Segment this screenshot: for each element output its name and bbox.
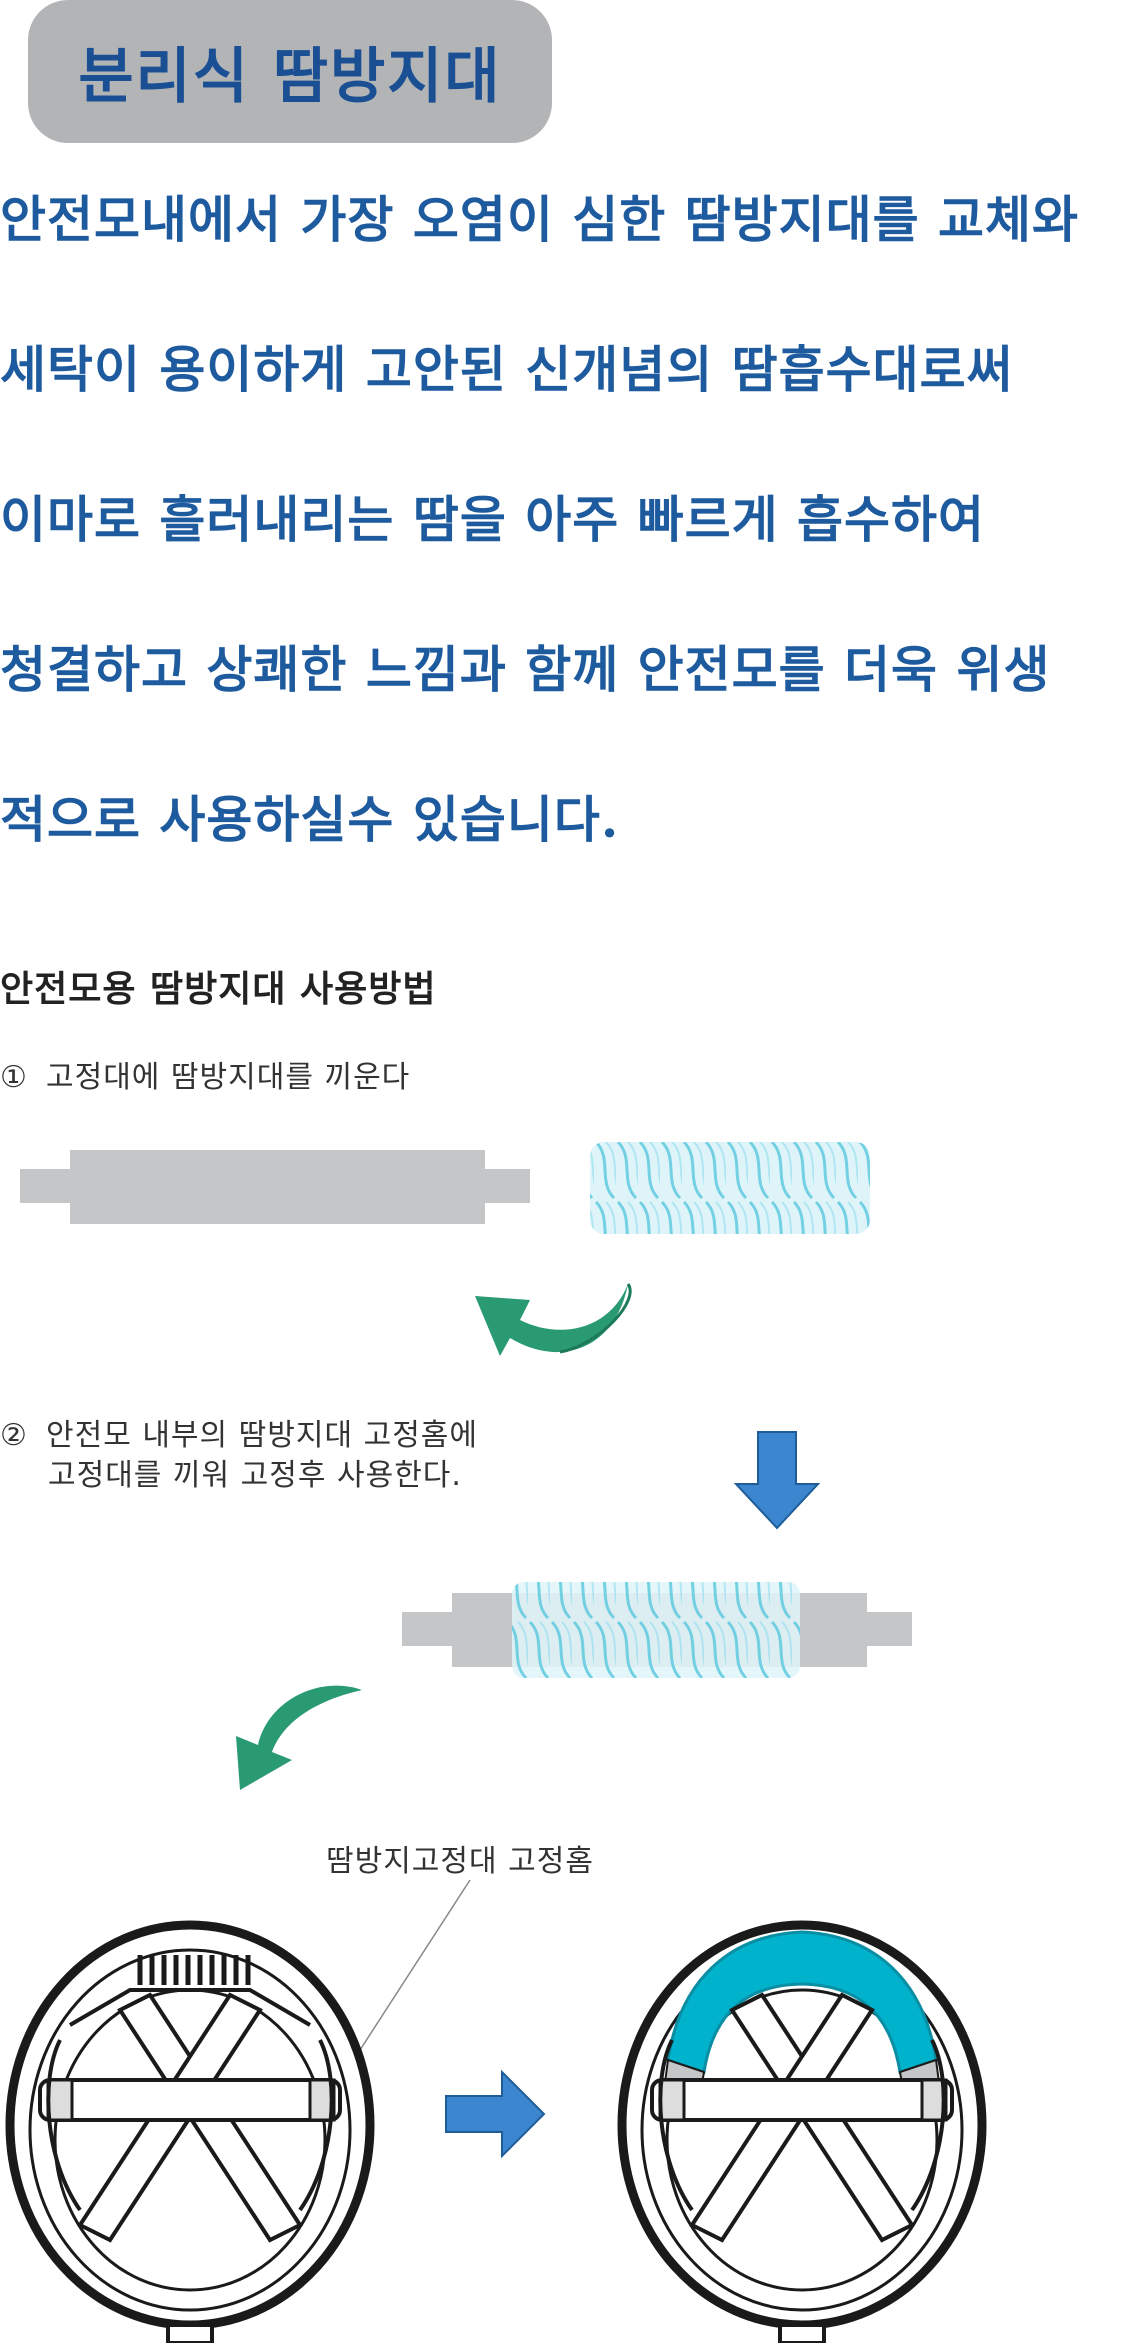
green-curved-arrow-icon (475, 1283, 632, 1356)
intro-line: 세탁이 용이하게 고안된 신개념의 땀흡수대로써 (0, 340, 1014, 399)
sweat-band-coil (590, 1142, 870, 1234)
step-1-number: ① (0, 1060, 28, 1095)
step-2-line1: 안전모 내부의 땀방지대 고정홈에 (46, 1418, 479, 1453)
blue-right-arrow-icon (445, 2069, 546, 2159)
callout-line (359, 1879, 471, 2051)
step-1-text: 고정대에 땀방지대를 끼운다 (46, 1060, 411, 1095)
intro-line: 적으로 사용하실수 있습니다. (0, 790, 620, 849)
step-2-number: ② (0, 1418, 28, 1453)
green-curved-arrow-icon (236, 1685, 362, 1790)
usage-title: 안전모용 땀방지대 사용방법 (0, 969, 437, 1010)
callout-label: 땀방지고정대 고정홈 (326, 1844, 594, 1879)
step-1: ① 고정대에 땀방지대를 끼운다 (0, 1058, 410, 1098)
intro-line: 안전모내에서 가장 오염이 심한 땀방지대를 교체와 (0, 190, 1080, 249)
intro-line: 청결하고 상쾌한 느낌과 함께 안전모를 더욱 위생 (0, 640, 1051, 699)
helmet-with-band-icon (617, 1920, 987, 2343)
assembled-holder (402, 1582, 912, 1678)
badge-title: 분리식 땀방지대 (78, 42, 502, 112)
holder-bar (20, 1150, 530, 1224)
title-badge: 분리식 땀방지대 (28, 0, 552, 143)
step-2-line2: 고정대를 끼워 고정후 사용한다. (48, 1458, 462, 1493)
helmet-icon (5, 1920, 375, 2343)
intro-line: 이마로 흘러내리는 땀을 아주 빠르게 흡수하여 (0, 490, 986, 549)
step-2: ② 안전모 내부의 땀방지대 고정홈에 고정대를 끼워 고정후 사용한다. (0, 1416, 478, 1496)
blue-down-arrow-icon (733, 1431, 821, 1530)
intro-paragraph: 안전모내에서 가장 오염이 심한 땀방지대를 교체와 세탁이 용이하게 고안된 … (0, 180, 1130, 930)
